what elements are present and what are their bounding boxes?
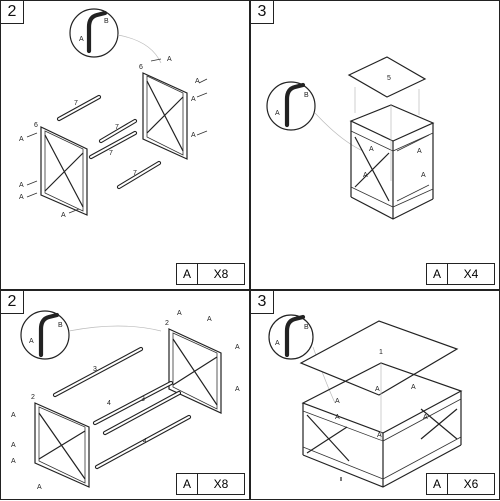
svg-text:A: A [377,432,382,439]
svg-text:A: A [177,310,182,317]
svg-text:A: A [235,344,240,351]
hardware-quantity: A X8 [176,473,245,495]
svg-text:A: A [19,182,24,189]
hardware-letter: A [177,264,198,284]
svg-text:A: A [207,316,212,323]
svg-text:A: A [61,212,66,219]
step-number: 2 [1,291,24,314]
screw-markers: A A A A [363,146,426,179]
svg-text:A: A [363,172,368,179]
panel-step-2-side-table: 2 A B 6 6 [0,0,250,290]
svg-text:A: A [19,136,24,143]
svg-text:4: 4 [143,438,147,445]
svg-text:A: A [423,414,428,421]
svg-text:A: A [167,56,172,63]
quantity-count: X8 [213,267,229,281]
svg-text:A: A [19,194,24,201]
svg-text:1: 1 [379,349,383,356]
svg-text:7: 7 [115,124,119,131]
screw-markers: A A A A A A [335,384,428,439]
svg-text:7: 7 [74,100,78,107]
assembly-drawing: A B 1 A A A [268,314,463,488]
svg-text:2: 2 [31,394,35,401]
svg-text:7: 7 [133,170,137,177]
svg-text:A: A [417,148,422,155]
assembly-drawing: A B 2 2 3 4 [11,310,240,491]
tool-label-b: B [104,18,109,25]
svg-text:A: A [275,340,280,347]
assembly-drawing: A B 6 6 7 7 [19,8,208,219]
svg-text:A: A [29,338,34,345]
tool-label-a: A [79,36,84,43]
end-frame-right: 2 [165,320,222,414]
svg-text:B: B [304,324,309,331]
hex-key-icon: A B [20,310,70,360]
cube-frame [349,104,435,220]
end-frame-right: 6 [139,64,188,160]
svg-text:A: A [11,458,16,465]
hardware-quantity: A X4 [426,263,495,285]
svg-text:2: 2 [165,320,169,327]
svg-text:3: 3 [93,366,97,373]
hardware-quantity: A X8 [176,263,245,285]
svg-text:A: A [11,412,16,419]
assembly-drawing: A B 5 A A [266,56,435,220]
svg-text:7: 7 [109,150,113,157]
hardware-quantity: A X6 [426,473,495,495]
panel-step-3-coffee-table: 3 A B 1 [250,290,500,500]
connecting-bars: 3 4 3 4 [52,346,192,470]
screw-markers: A A A A A A A A [11,310,240,491]
panel-step-2-coffee-table: 2 A B 2 2 [0,290,250,500]
end-frame-left: 6 [34,122,88,216]
svg-text:4: 4 [107,400,111,407]
step-number: 2 [1,1,24,24]
table-top: 1 [299,320,459,396]
svg-text:A: A [335,414,340,421]
frame-label: 6 [139,64,143,71]
svg-text:A: A [11,442,16,449]
svg-text:5: 5 [387,75,391,82]
svg-text:A: A [369,146,374,153]
svg-text:A: A [195,78,200,85]
svg-text:A: A [235,386,240,393]
panel-step-3-side-table: 3 A B 5 [250,0,500,290]
step-number: 3 [251,291,274,314]
svg-text:B: B [304,92,309,99]
svg-text:A: A [275,110,280,117]
connecting-bars: 7 7 7 7 [56,94,162,190]
step-number: 3 [251,1,274,24]
svg-text:A: A [37,484,42,491]
svg-text:A: A [335,398,340,405]
end-frame-left: 2 [31,394,90,488]
svg-text:B: B [58,322,63,329]
hex-key-icon: A B [266,81,316,131]
svg-text:A: A [421,172,426,179]
svg-text:A: A [191,96,196,103]
screw-markers: A A A A A A A A [19,56,208,219]
hex-key-icon: A B [268,314,314,360]
table-frame [301,362,463,488]
svg-text:3: 3 [141,396,145,403]
frame-label: 6 [34,122,38,129]
table-top: 5 [347,56,427,98]
svg-text:A: A [411,384,416,391]
hex-key-icon: A B [69,8,119,58]
svg-text:A: A [375,386,380,393]
svg-text:A: A [191,132,196,139]
